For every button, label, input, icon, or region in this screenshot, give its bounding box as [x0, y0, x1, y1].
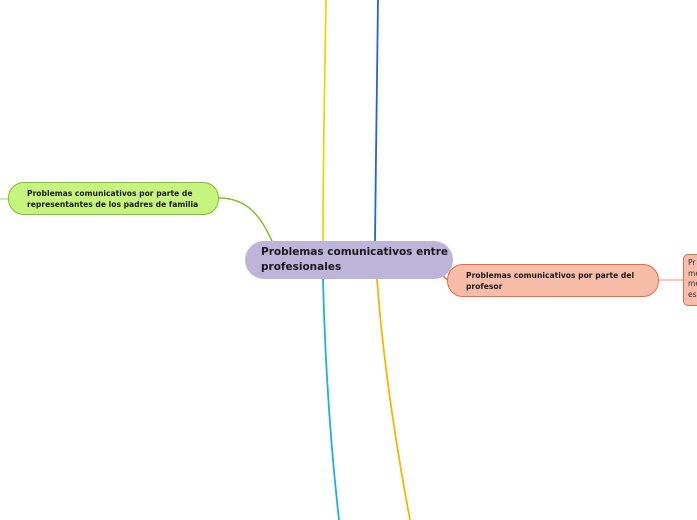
subtopic-line: es — [688, 289, 697, 299]
subtopic-line: Pr — [688, 258, 696, 267]
central-topic-line2: profesionales — [261, 261, 342, 273]
central-topic-node[interactable]: Problemas comunicativos entre profesiona… — [245, 241, 453, 279]
branch-parents-line2: representantes de los padres de familia — [27, 199, 199, 209]
central-topic-line1: Problemas comunicativos entre — [261, 246, 448, 258]
branch-parents-line1: Problemas comunicativos por parte de — [27, 188, 193, 198]
branch-node-parents[interactable]: Problemas comunicativos por parte de rep… — [8, 182, 219, 215]
branch-node-teacher[interactable]: Problemas comunicativos por parte del pr… — [447, 264, 659, 297]
branch-teacher-line2: profesor — [466, 281, 503, 291]
branch-teacher-line1: Problemas comunicativos por parte del — [466, 270, 635, 280]
subtopic-line: me — [688, 279, 697, 288]
subtopic-line: me — [688, 268, 697, 278]
subtopic-node-teacher[interactable]: Pr me me es — [683, 254, 697, 306]
